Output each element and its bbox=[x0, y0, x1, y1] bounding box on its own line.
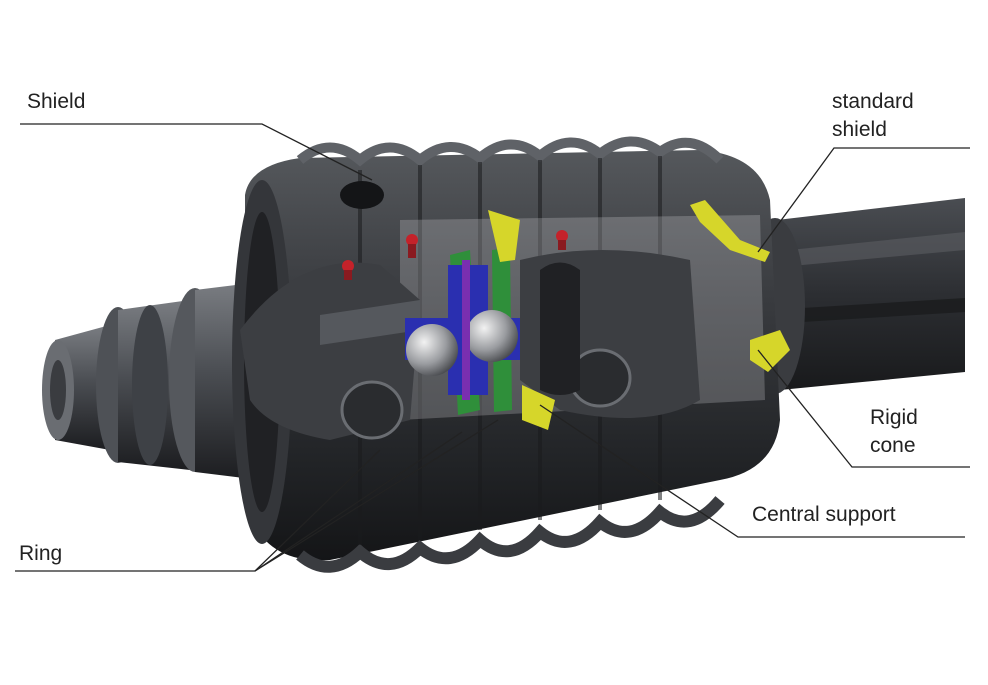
center-coupling bbox=[405, 248, 520, 415]
input-hub bbox=[42, 282, 260, 480]
leader-central-support bbox=[539, 404, 965, 538]
leader-standard-shield bbox=[757, 147, 970, 253]
leader-shield bbox=[20, 123, 373, 181]
yellow-support-parts bbox=[488, 200, 790, 430]
grease-nipples bbox=[342, 230, 568, 280]
cutaway-interior bbox=[240, 215, 765, 440]
label-standard-shield: standard shield bbox=[832, 90, 914, 141]
label-ring: Ring bbox=[19, 542, 63, 565]
leader-ring-3 bbox=[254, 419, 499, 572]
label-central-support: Central support bbox=[752, 503, 896, 526]
leader-ring-2 bbox=[254, 431, 463, 572]
leader-lines bbox=[15, 123, 970, 572]
output-shaft bbox=[745, 198, 965, 394]
leader-rigid-cone bbox=[757, 349, 970, 468]
label-rigid-cone: Rigid cone bbox=[870, 406, 918, 457]
label-shield: Shield bbox=[27, 90, 86, 113]
